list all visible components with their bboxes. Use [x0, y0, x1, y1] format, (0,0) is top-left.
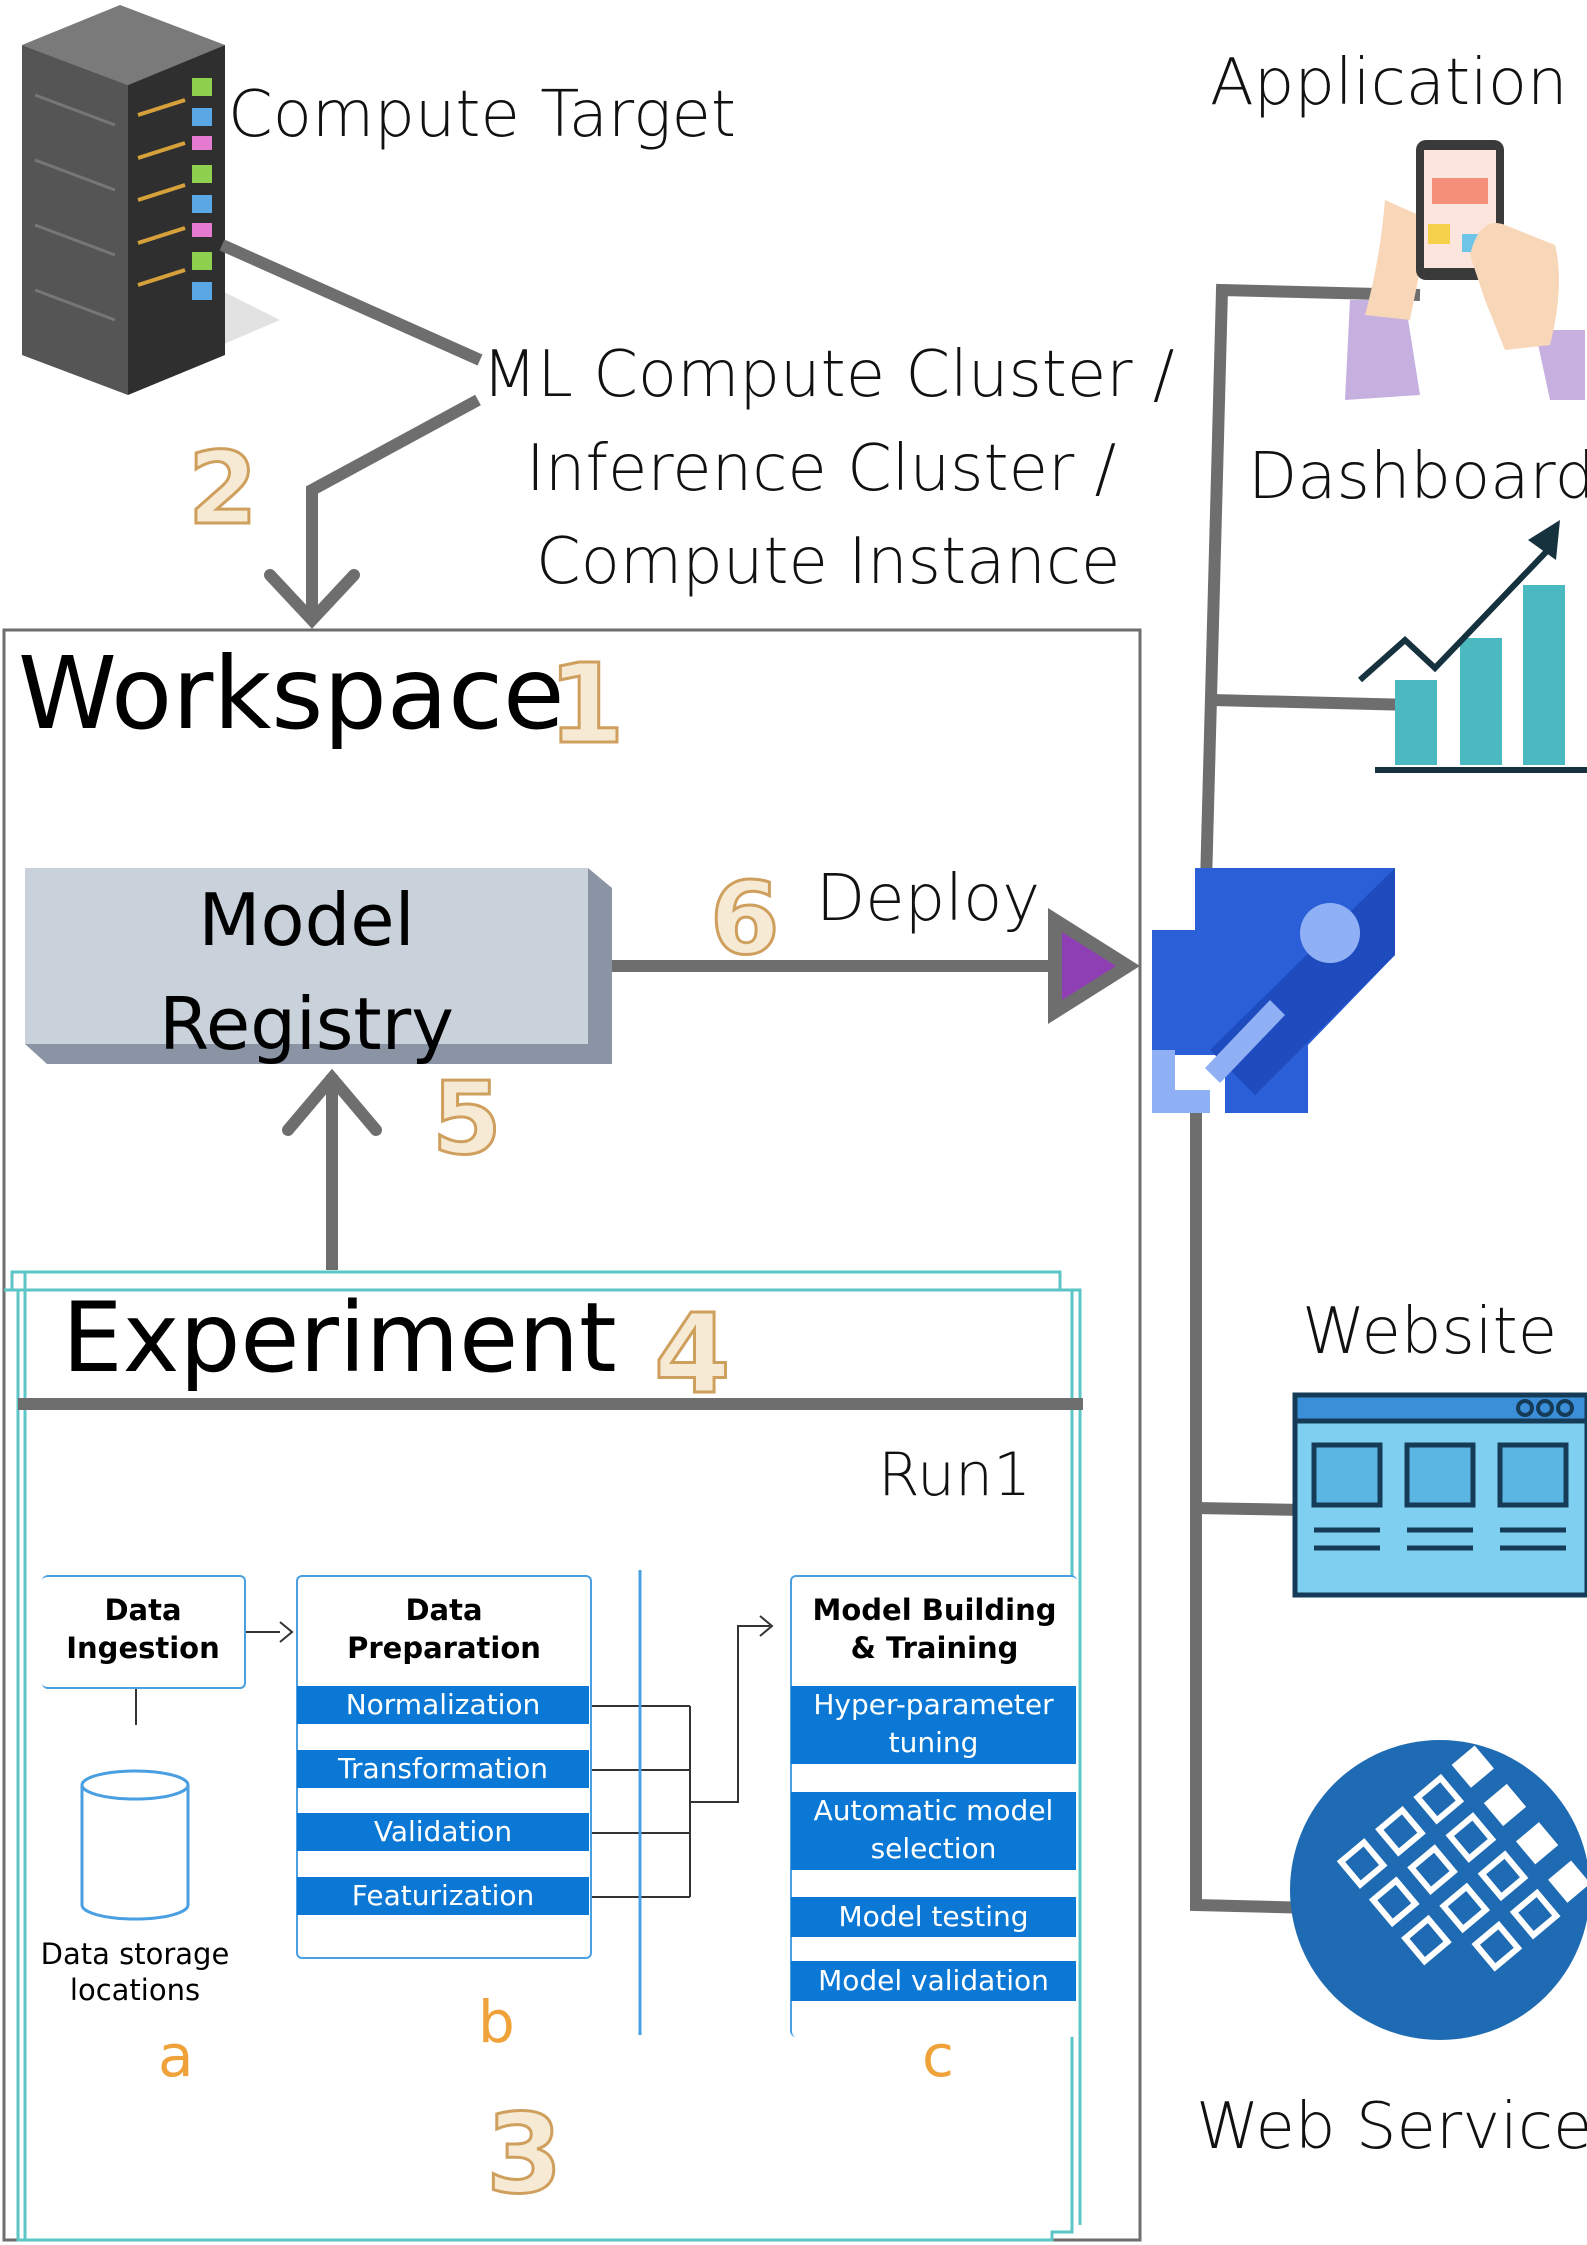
- model-registry-line-2: Registry: [159, 982, 454, 1066]
- train-step-model-selection: Automatic model selection: [791, 1792, 1076, 1870]
- cluster-line-1: ML Compute Cluster /: [482, 338, 1175, 412]
- data-storage-label: Data storage locations: [40, 1936, 230, 2008]
- stage-letter-c: c: [922, 2022, 954, 2090]
- data-ingestion-box[interactable]: Data Ingestion: [42, 1575, 246, 1689]
- prep-step-transformation: Transformation: [297, 1750, 589, 1788]
- step-number-4: 4: [653, 1289, 733, 1420]
- website-label: Website: [1302, 1295, 1558, 1369]
- experiment-title: Experiment: [62, 1282, 617, 1394]
- workspace-title: Workspace: [18, 635, 565, 752]
- model-registry[interactable]: Model Registry: [25, 868, 588, 1068]
- data-storage-line-2: locations: [69, 1973, 201, 2007]
- deploy-arrow-head: [1048, 908, 1140, 1024]
- web-service-icon: [1290, 1740, 1587, 2040]
- prep-step-featurization: Featurization: [297, 1877, 589, 1915]
- application-label: Application: [1210, 46, 1568, 120]
- run-label: Run1: [878, 1440, 1032, 1510]
- website-icon: [1292, 1392, 1587, 1598]
- data-storage-line-1: Data storage: [40, 1937, 230, 1971]
- deploy-label: Deploy: [816, 862, 1041, 936]
- train-step-model-selection-line-1: Automatic model: [813, 1794, 1054, 1827]
- cluster-line-3: Compute Instance: [536, 525, 1121, 599]
- cluster-line-2: Inference Cluster /: [526, 432, 1117, 506]
- experiment-frame: [4, 1270, 1082, 2242]
- step-number-2: 2: [187, 429, 260, 549]
- data-preparation-line-1: Data: [405, 1593, 483, 1627]
- experiment-registry-arrow: [282, 1068, 382, 1270]
- step-number-5: 5: [431, 1059, 504, 1179]
- dashboard-chart-icon: [1358, 520, 1587, 773]
- database-cylinder-icon: [80, 1769, 190, 1921]
- step-number-3: 3: [485, 2089, 565, 2220]
- stage-letter-b: b: [478, 1988, 515, 2056]
- stage-letter-a: a: [158, 2022, 194, 2090]
- train-step-model-validation: Model validation: [791, 1961, 1076, 2001]
- prep-step-validation: Validation: [297, 1813, 589, 1851]
- step-number-6: 6: [709, 859, 782, 979]
- data-ingestion-line-1: Data: [104, 1593, 182, 1627]
- phone-app-icon: [1345, 140, 1585, 400]
- compute-target-label: Compute Target: [228, 78, 736, 152]
- train-step-hyperparameter-line-2: tuning: [888, 1726, 979, 1759]
- compute-connector: [219, 239, 483, 629]
- train-step-model-testing: Model testing: [791, 1897, 1076, 1937]
- train-step-hyperparameter-line-1: Hyper-parameter: [813, 1688, 1054, 1721]
- model-registry-box: [25, 868, 612, 1064]
- step-number-1: 1: [547, 639, 627, 770]
- model-training-line-1: Model Building: [812, 1593, 1057, 1627]
- web-service-label: Web Service: [1196, 2090, 1587, 2164]
- rocket-deploy-icon: [1152, 868, 1395, 1113]
- data-preparation-line-2: Preparation: [347, 1631, 541, 1665]
- model-registry-line-1: Model: [198, 878, 415, 962]
- model-training-line-2: & Training: [850, 1631, 1019, 1665]
- prep-step-normalization: Normalization: [297, 1686, 589, 1724]
- train-step-hyperparameter: Hyper-parameter tuning: [791, 1686, 1076, 1764]
- dashboard-label: Dashboard: [1248, 440, 1587, 514]
- train-step-model-selection-line-2: selection: [870, 1832, 997, 1865]
- server-rack-icon: [22, 5, 280, 395]
- data-ingestion-line-2: Ingestion: [66, 1631, 220, 1665]
